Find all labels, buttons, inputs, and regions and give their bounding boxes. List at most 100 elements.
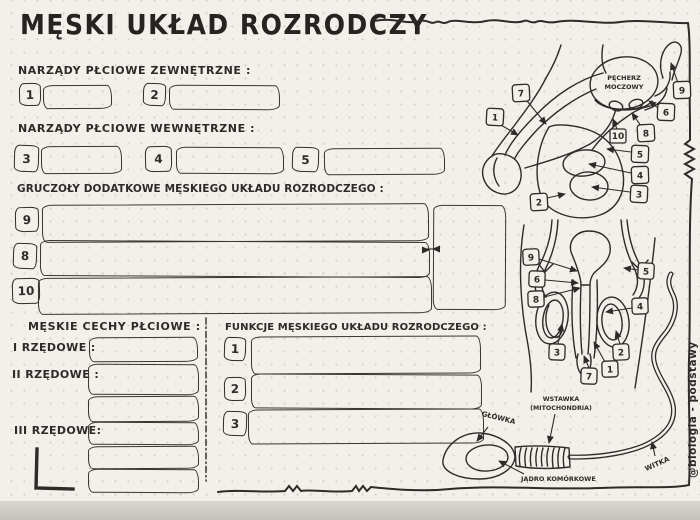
frontal-tag-4: 4 xyxy=(631,297,649,315)
sperm-midpiece-label-line2: (MITOCHONDRIA) xyxy=(530,405,592,412)
duct-line-1 xyxy=(654,71,671,97)
testis-left-inner xyxy=(542,299,564,339)
heading-traits: MĘSKIE CECHY PŁCIOWE : xyxy=(28,320,201,333)
answer-blank-internal-3[interactable] xyxy=(40,145,123,175)
sagittal-tag-2: 2 xyxy=(529,192,549,212)
frontal-tag-7: 7 xyxy=(580,367,598,385)
testis-right-outline xyxy=(596,296,630,348)
bladder-label-line1: PĘCHERZ xyxy=(607,74,641,82)
bottom-border-line xyxy=(217,484,690,493)
urethra-line xyxy=(524,108,617,169)
label-primary-traits: I RZĘDOWE : xyxy=(13,341,96,354)
answer-blank-function-1[interactable] xyxy=(250,335,482,375)
page-title: MĘSKI UKŁAD ROZRODCZY xyxy=(20,8,428,41)
answer-blank-function-3[interactable] xyxy=(247,408,485,445)
svg-text:3: 3 xyxy=(554,348,561,358)
svg-text:10: 10 xyxy=(612,132,625,142)
sagittal-leader-arrows xyxy=(500,62,679,199)
paper-bottom-edge xyxy=(0,501,700,520)
svg-text:5: 5 xyxy=(643,267,650,277)
vas-right-outer xyxy=(626,219,645,299)
number-stamp-9: 9 xyxy=(14,206,40,233)
svg-text:1: 1 xyxy=(607,365,614,375)
testis-right-inner xyxy=(601,303,623,341)
body-contour-right xyxy=(634,237,656,389)
svg-text:6: 6 xyxy=(663,108,670,118)
svg-text:4: 4 xyxy=(637,302,644,312)
answer-blank-traits-3[interactable] xyxy=(87,395,200,423)
sperm-midpiece-outline xyxy=(514,445,571,470)
number-stamp-5: 5 xyxy=(291,146,320,173)
sperm-head-label: GŁÓWKA xyxy=(481,409,517,426)
number-stamp-2: 2 xyxy=(142,82,167,107)
function-stamp-3: 3 xyxy=(222,410,248,437)
sagittal-tag-4: 4 xyxy=(630,165,650,185)
frontal-leader-arrows xyxy=(538,258,639,369)
penis-column-left xyxy=(571,279,577,359)
vas-deferens-line xyxy=(591,105,651,151)
duct-branch-left xyxy=(536,261,554,273)
frontal-tag-3: 3 xyxy=(548,343,566,361)
svg-text:6: 6 xyxy=(534,275,541,285)
urethra-right-line xyxy=(587,284,591,355)
bladder-base-line xyxy=(594,99,653,111)
sagittal-tag-3: 3 xyxy=(629,184,649,204)
bottom-left-corner-mark xyxy=(34,447,75,491)
answer-blank-gland-10[interactable] xyxy=(37,276,433,315)
watermark-credit: @biologia - podstawy xyxy=(687,341,699,478)
function-stamp-1: 1 xyxy=(223,336,247,362)
frontal-tag-2: 2 xyxy=(612,343,630,361)
vas-left-inner xyxy=(541,219,559,298)
heading-external-organs: NARZĄDY PŁCIOWE ZEWNĘTRZNE : xyxy=(18,64,251,77)
answer-blank-external-1[interactable] xyxy=(42,84,113,110)
frontal-tag-8: 8 xyxy=(527,290,545,308)
sperm-midpiece-label-line1: WSTAWKA xyxy=(543,396,580,403)
svg-text:5: 5 xyxy=(637,150,644,160)
answer-blank-traits-4[interactable] xyxy=(87,421,200,446)
svg-text:8: 8 xyxy=(533,295,540,305)
label-secondary-traits: II RZĘDOWE : xyxy=(12,368,100,381)
heading-functions: FUNKCJE MĘSKIEGO UKŁADU ROZRODCZEGO : xyxy=(225,322,487,333)
answer-blank-external-2[interactable] xyxy=(168,84,281,111)
answer-blank-internal-5[interactable] xyxy=(323,147,446,176)
duct-branch-right xyxy=(631,259,649,271)
answer-blank-traits-6[interactable] xyxy=(87,468,200,494)
number-stamp-8: 8 xyxy=(12,242,38,270)
answer-blank-function-2[interactable] xyxy=(250,373,483,410)
answer-blank-traits-5[interactable] xyxy=(87,445,200,470)
sagittal-tag-1: 1 xyxy=(485,107,505,127)
number-stamp-1: 1 xyxy=(18,82,42,107)
pubic-contour-line xyxy=(601,44,607,74)
penis-lower-outline xyxy=(491,77,547,157)
answer-blank-internal-4[interactable] xyxy=(175,146,285,175)
svg-text:3: 3 xyxy=(636,190,643,200)
seminal-vesicle-outline xyxy=(659,41,683,81)
bladder-label-line2: MOCZOWY xyxy=(605,83,644,91)
glans-corona-line xyxy=(493,157,500,187)
body-contour-left xyxy=(519,224,533,393)
vas-left-outer xyxy=(534,219,553,301)
frontal-diagram: 9 6 8 5 4 3 2 xyxy=(519,219,656,393)
svg-text:7: 7 xyxy=(518,89,525,99)
penis-upper-outline xyxy=(504,72,604,156)
sagittal-tag-8: 8 xyxy=(636,123,656,143)
svg-text:4: 4 xyxy=(637,171,644,181)
answer-blank-traits-1[interactable] xyxy=(88,336,199,363)
answer-blank-traits-2[interactable] xyxy=(87,363,200,396)
prostate-left-lobe xyxy=(608,100,624,112)
number-stamp-4: 4 xyxy=(144,145,173,173)
epididymis-left-coil xyxy=(545,304,563,338)
answer-blank-gland-8[interactable] xyxy=(39,239,431,279)
sagittal-tag-9: 9 xyxy=(672,80,692,100)
testis-left-outline xyxy=(535,291,569,345)
answer-blank-gland-side[interactable] xyxy=(432,204,507,311)
answer-blank-gland-9[interactable] xyxy=(41,203,430,243)
urethra-left-line xyxy=(579,284,583,355)
sperm-tail-outer xyxy=(567,271,678,460)
sagittal-tag-6: 6 xyxy=(656,102,676,122)
abdomen-contour-line xyxy=(545,44,562,79)
prostate-right-lobe xyxy=(628,98,644,110)
frontal-tag-6: 6 xyxy=(528,270,546,288)
label-tertiary-traits: III RZĘDOWE: xyxy=(14,424,102,437)
frontal-tag-1: 1 xyxy=(601,360,619,378)
